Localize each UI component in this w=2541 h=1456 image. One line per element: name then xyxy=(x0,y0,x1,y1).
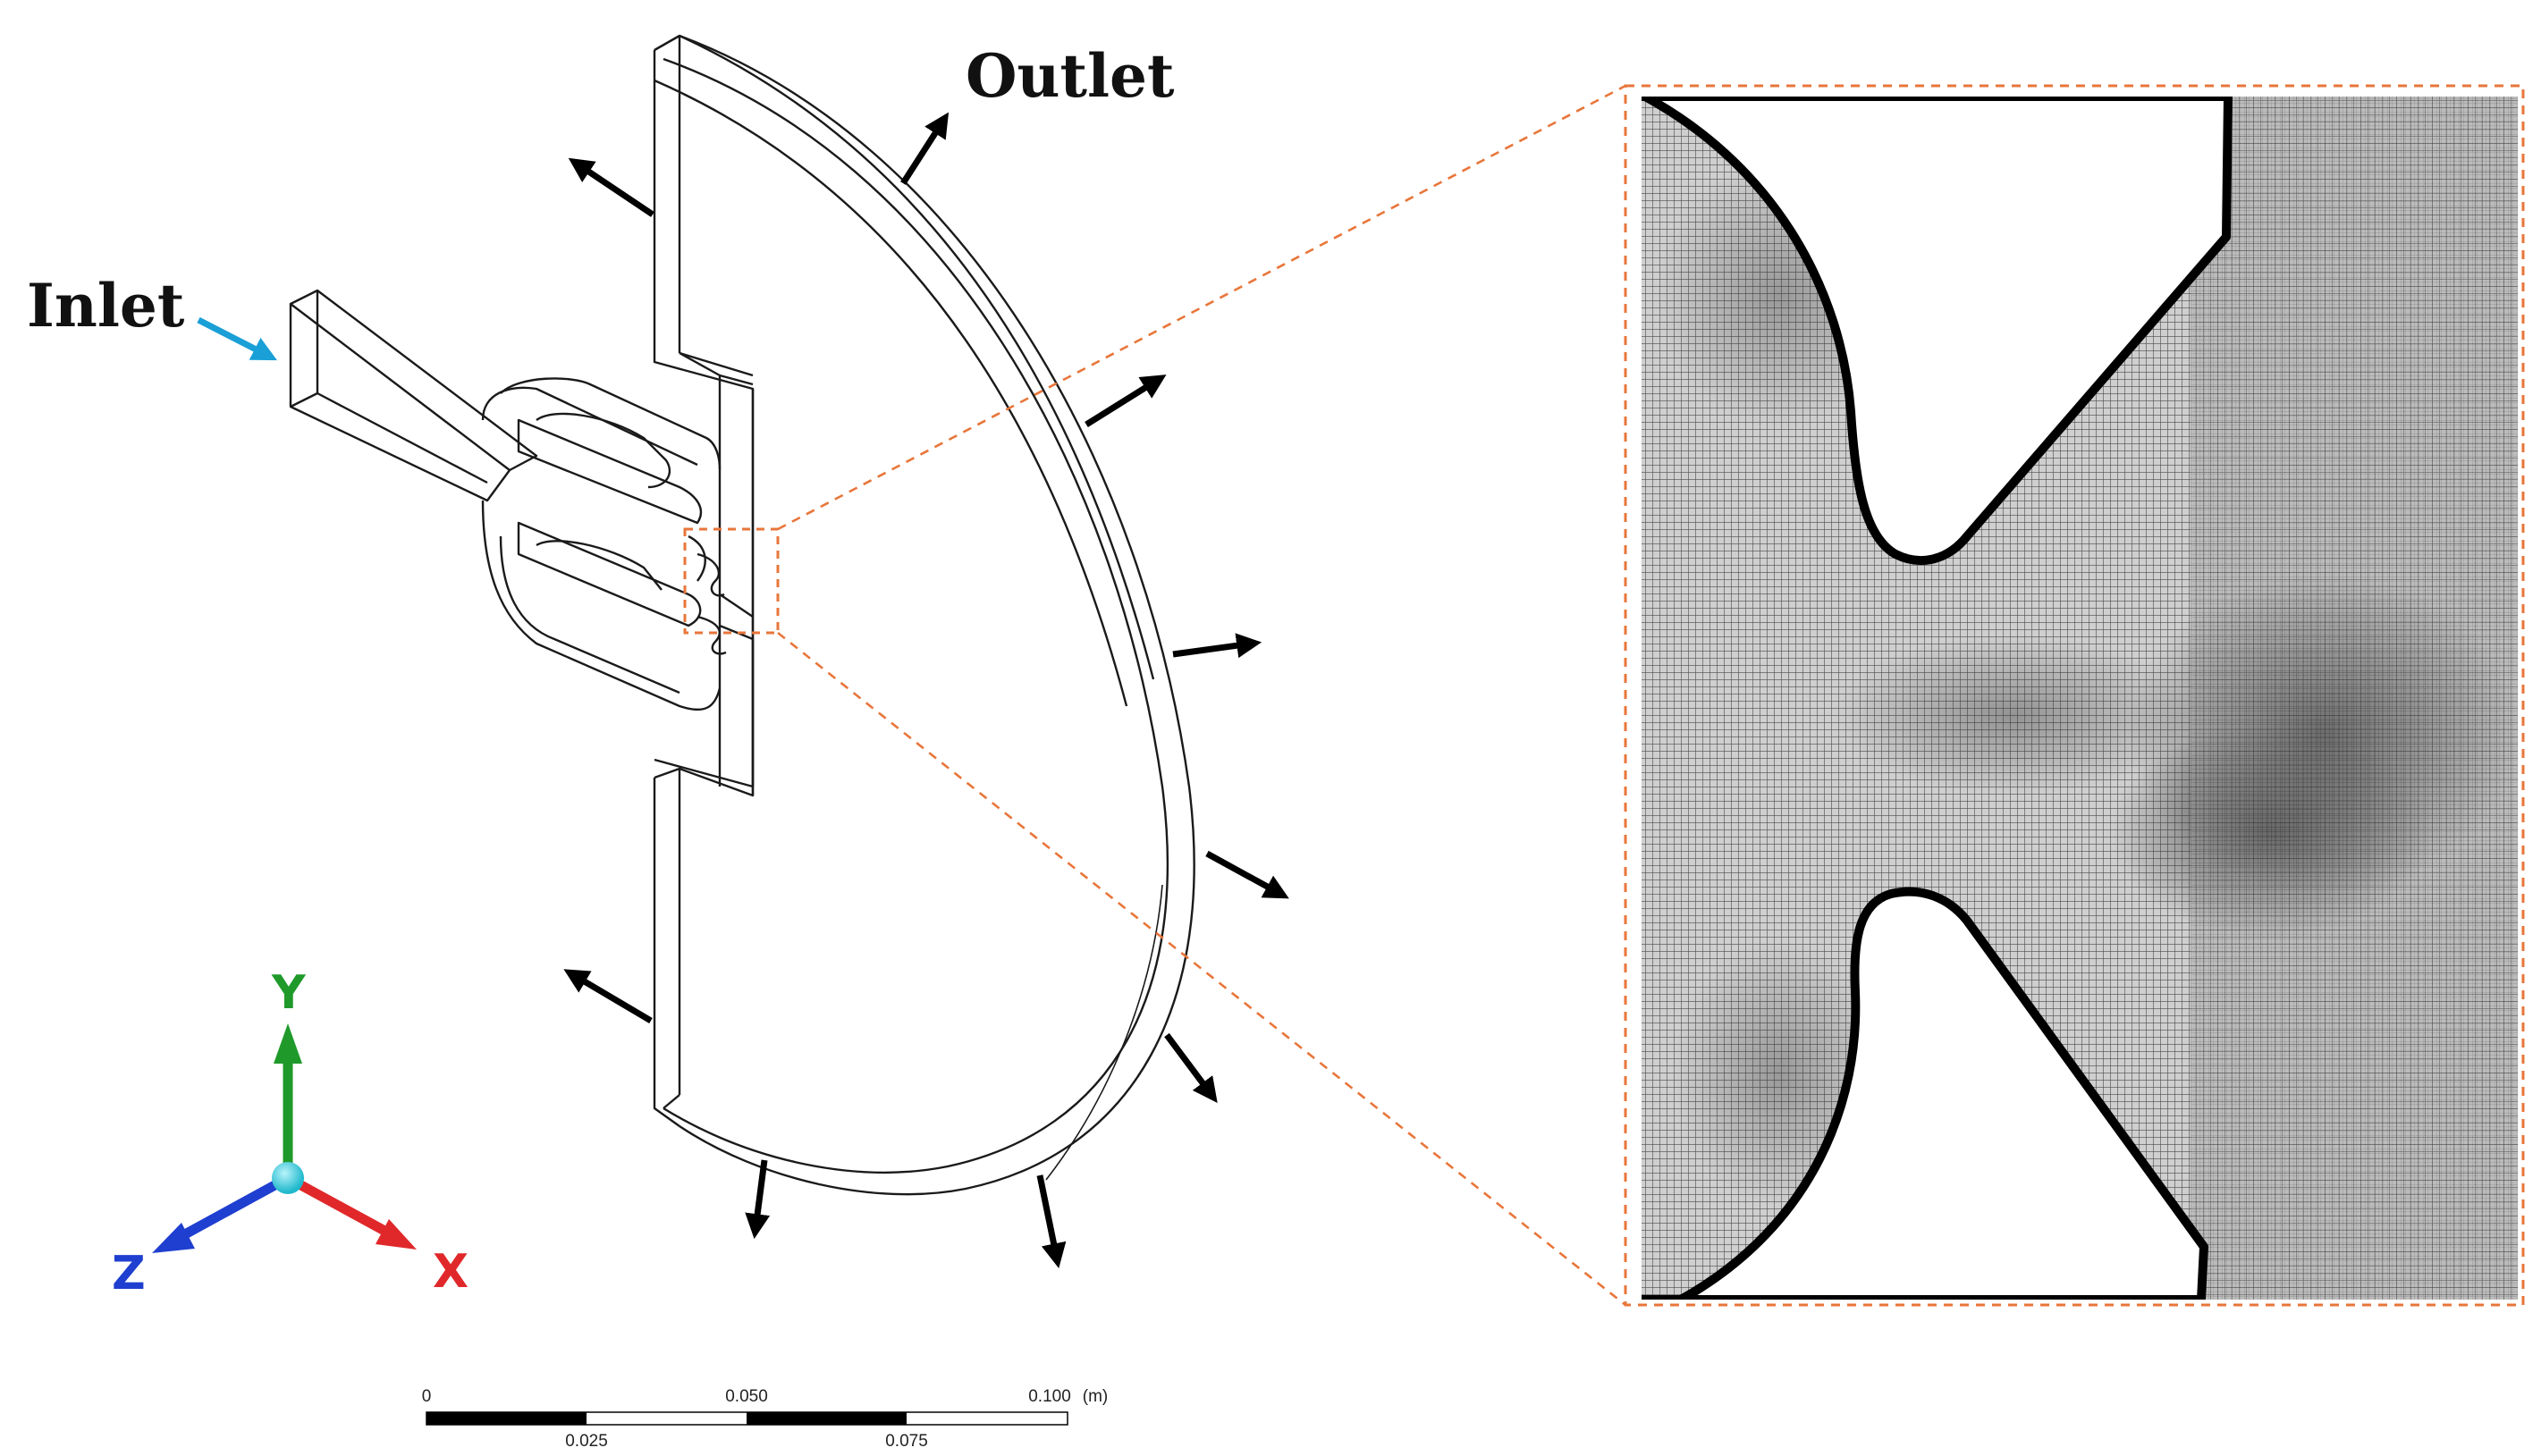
outlet-arrow-icon xyxy=(1205,850,1289,899)
scale-tick-0100: 0.100 xyxy=(1028,1387,1071,1406)
outlet-arrow-icon xyxy=(568,157,654,217)
zoom-callout xyxy=(683,84,2525,1307)
scale-tick-0075: 0.075 xyxy=(885,1432,928,1451)
coordinate-axes-icon: Y X Z xyxy=(112,966,469,1300)
mesh-detail xyxy=(1642,97,2518,1300)
outlet-arrow-icon xyxy=(745,1159,771,1240)
outlet-arrow-icon xyxy=(1164,1032,1218,1103)
geometry-3d xyxy=(289,34,1195,1196)
scale-bar: 0 0.050 0.100 (m) 0.025 0.075 xyxy=(422,1387,1109,1451)
axis-y-label: Y xyxy=(271,966,307,1020)
inlet-arrow-icon xyxy=(197,316,277,361)
outlet-arrows xyxy=(563,112,1289,1268)
outlet-arrow-icon xyxy=(1085,375,1167,427)
axis-z-label: Z xyxy=(112,1247,146,1300)
outlet-label: Outlet xyxy=(966,41,1175,111)
scale-tick-0: 0 xyxy=(422,1387,432,1406)
zoom-detail-box xyxy=(1624,84,2525,1307)
outlet-arrow-icon xyxy=(1172,633,1262,659)
outlet-arrow-icon xyxy=(900,112,950,185)
axis-x-label: X xyxy=(433,1245,469,1299)
scale-tick-0050: 0.050 xyxy=(725,1387,768,1406)
outlet-arrow-icon xyxy=(1036,1174,1067,1268)
scale-unit: (m) xyxy=(1083,1387,1108,1406)
scale-tick-0025: 0.025 xyxy=(565,1432,608,1451)
outlet-arrow-icon xyxy=(563,969,653,1024)
inlet-label: Inlet xyxy=(27,271,185,341)
zoom-source-box xyxy=(683,527,780,635)
